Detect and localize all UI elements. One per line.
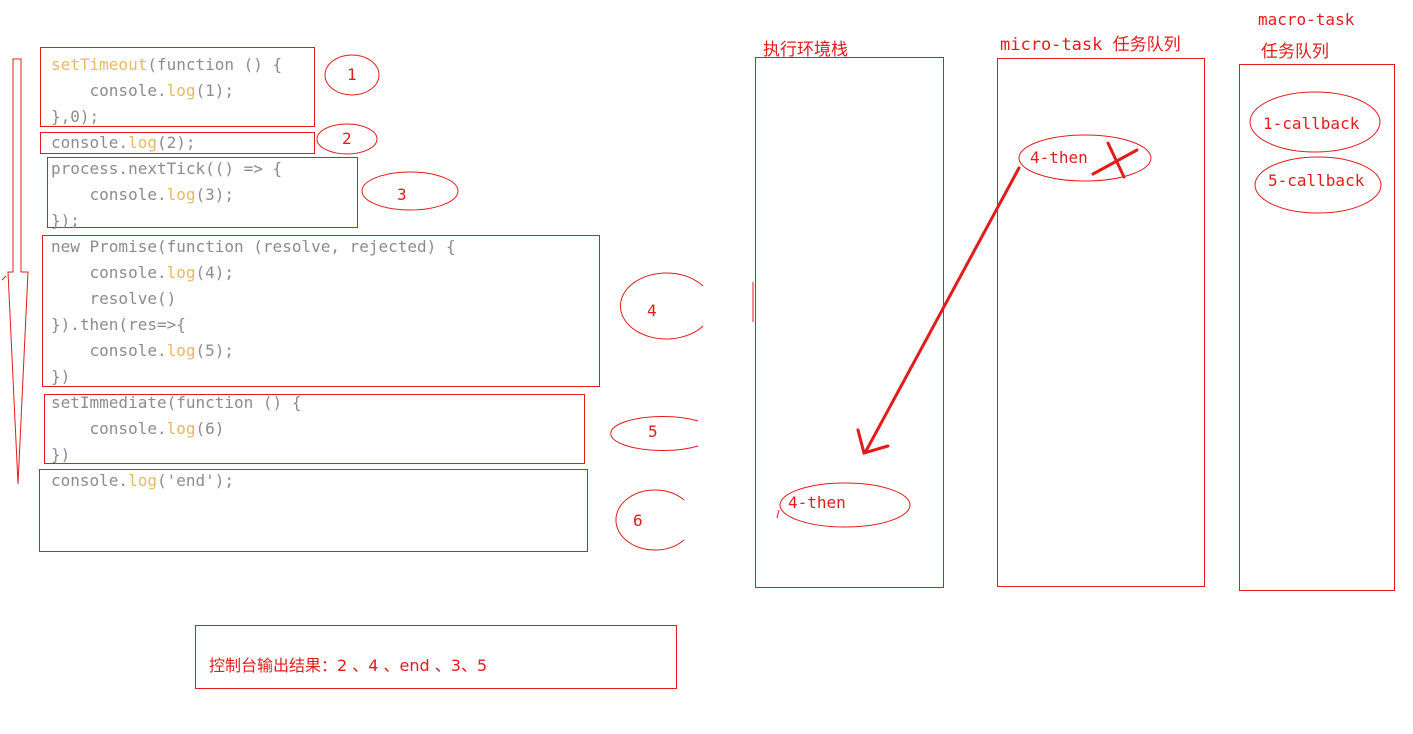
code-text: (function () { xyxy=(147,55,283,74)
code-text: (2); xyxy=(156,133,196,152)
code-text: new Promise(function (resolve, rejected)… xyxy=(51,237,456,256)
code-line: console.log(3); xyxy=(51,185,235,204)
step-6-circle xyxy=(615,489,685,551)
code-text: setImmediate(function () { xyxy=(51,393,302,412)
code-text: console. xyxy=(51,471,129,490)
code-line: new Promise(function (resolve, rejected)… xyxy=(51,237,456,256)
step-1-circle xyxy=(324,54,380,96)
code-text: console. xyxy=(51,341,167,360)
code-line: console.log(5); xyxy=(51,341,235,360)
code-line: console.log(2); xyxy=(51,133,196,152)
macro-item-1-ellipse xyxy=(1249,91,1381,153)
code-line: process.nextTick(() => { xyxy=(51,159,282,178)
code-line: console.log(6) xyxy=(51,419,225,438)
code-function-name: log xyxy=(166,341,196,360)
step-4-circle xyxy=(619,272,704,340)
code-line: setTimeout(function () { xyxy=(51,55,282,74)
code-function-name: log xyxy=(166,185,196,204)
macro-item-2-ellipse xyxy=(1254,156,1382,214)
code-function-name: log xyxy=(166,81,196,100)
code-text: ('end'); xyxy=(156,471,235,490)
result-box xyxy=(195,625,677,689)
code-text: }).then(res=>{ xyxy=(51,315,186,334)
move-arrow-icon xyxy=(856,166,1021,455)
step-3-label: 3 xyxy=(397,185,407,204)
code-box-6 xyxy=(39,469,588,552)
code-line: console.log(4); xyxy=(51,263,235,282)
macro-task-column xyxy=(1239,64,1395,591)
code-text: console. xyxy=(51,185,167,204)
step-5-circle xyxy=(610,416,699,451)
macro-item-2-label: 5-callback xyxy=(1268,171,1365,190)
code-text: resolve() xyxy=(51,289,177,308)
code-line: }); xyxy=(51,211,80,230)
code-box-3 xyxy=(47,157,358,228)
code-text: (5); xyxy=(195,341,235,360)
code-text: console. xyxy=(51,81,167,100)
code-block-6: console.log('end'); xyxy=(51,468,234,494)
flow-arrow-down-icon xyxy=(7,58,29,485)
macro-task-title-line1: macro-task xyxy=(1258,10,1355,29)
code-block-4: new Promise(function (resolve, rejected)… xyxy=(51,234,456,390)
code-block-5: setImmediate(function () { console.log(6… xyxy=(51,390,301,468)
micro-item-ellipse xyxy=(1018,134,1152,182)
code-text: }) xyxy=(51,445,71,464)
code-box-2 xyxy=(40,132,315,154)
step-2-label: 2 xyxy=(342,129,352,148)
code-function-name: log xyxy=(128,133,157,152)
code-line: console.log(1); xyxy=(51,81,235,100)
macro-item-1-label: 1-callback xyxy=(1263,114,1360,133)
exec-stack-title: 执行环境栈 xyxy=(763,40,848,60)
code-line: console.log('end'); xyxy=(51,471,234,490)
code-box-1 xyxy=(40,47,315,127)
step-4-label: 4 xyxy=(647,301,657,320)
result-text: 控制台输出结果：2 、4 、end 、3、5 xyxy=(209,656,488,675)
code-line: },0); xyxy=(51,107,99,126)
step-2-circle xyxy=(316,123,378,155)
code-text: (1); xyxy=(195,81,235,100)
code-function-name: log xyxy=(166,419,196,438)
code-text: (3); xyxy=(195,185,235,204)
code-function-name: log xyxy=(128,471,157,490)
micro-task-column xyxy=(997,58,1205,587)
code-block-3: process.nextTick(() => { console.log(3);… xyxy=(51,156,282,234)
code-text: }) xyxy=(51,367,71,386)
code-text: console. xyxy=(51,133,129,152)
step-1-label: 1 xyxy=(347,65,357,84)
code-function-name: log xyxy=(166,263,196,282)
cross-mark-icon xyxy=(1091,141,1139,179)
code-text: (4); xyxy=(195,263,235,282)
micro-item-label: 4-then xyxy=(1030,148,1088,167)
code-text: console. xyxy=(51,263,167,282)
code-box-5 xyxy=(44,394,585,464)
code-text: },0); xyxy=(51,107,100,126)
code-text: (6) xyxy=(195,419,225,438)
code-line: setImmediate(function () { xyxy=(51,393,301,412)
step-5-label: 5 xyxy=(648,422,658,441)
code-block-1: setTimeout(function () { console.log(1);… xyxy=(51,52,282,130)
macro-task-title-line2: 任务队列 xyxy=(1261,42,1329,62)
code-text: console. xyxy=(51,419,167,438)
code-block-2: console.log(2); xyxy=(51,130,196,156)
code-box-4 xyxy=(42,235,600,387)
code-text: }); xyxy=(51,211,80,230)
code-line: }).then(res=>{ xyxy=(51,315,186,334)
micro-task-title: micro-task 任务队列 xyxy=(1000,35,1181,55)
code-line: resolve() xyxy=(51,289,177,308)
code-line: }) xyxy=(51,367,70,386)
code-text: process.nextTick(() => { xyxy=(51,159,283,178)
exec-stack-column xyxy=(755,57,944,588)
exec-item-label: 4-then xyxy=(788,493,846,512)
code-line: }) xyxy=(51,445,70,464)
exec-item-ellipse xyxy=(779,482,911,528)
step-3-circle xyxy=(361,171,459,211)
code-function-name: setTimeout xyxy=(51,55,148,74)
step-6-label: 6 xyxy=(633,511,643,530)
